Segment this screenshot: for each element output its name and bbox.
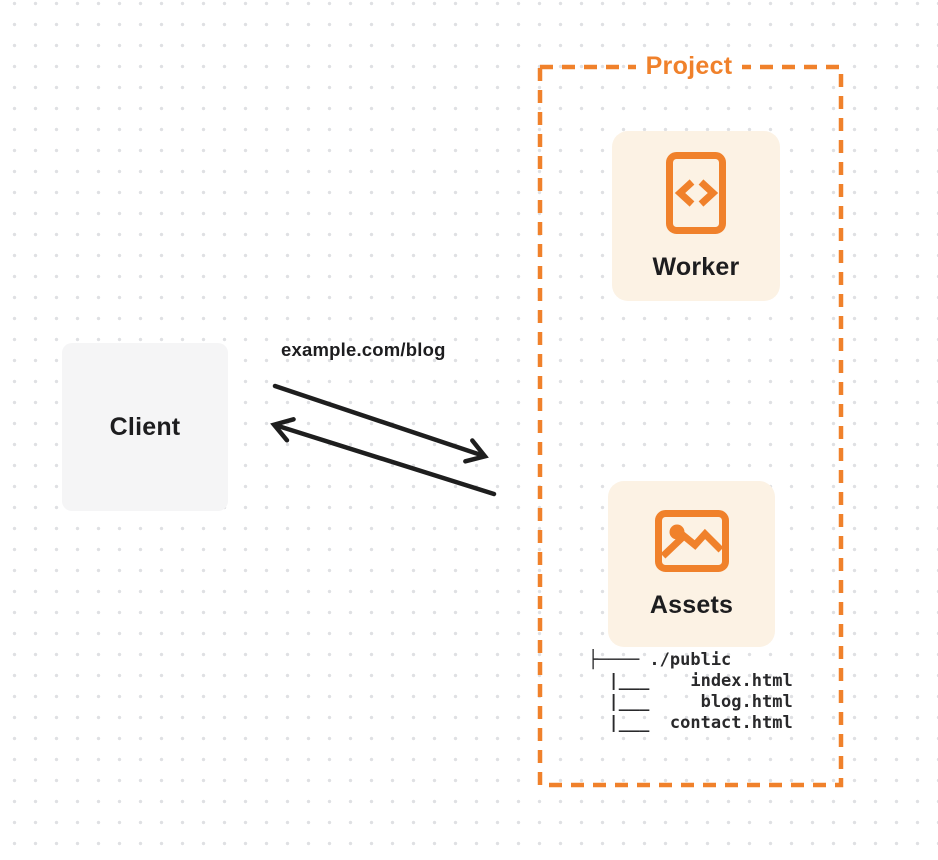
file-tree: ├──── ./public |___ index.html |___ blog… <box>588 650 793 734</box>
worker-label: Worker <box>652 252 740 281</box>
file-tree-item: |___ index.html <box>588 671 793 691</box>
file-tree-item: |___ blog.html <box>588 692 793 712</box>
file-tree-item: |___ contact.html <box>588 713 793 733</box>
file-tree-root: ├──── ./public <box>588 650 732 670</box>
request-url-label: example.com/blog <box>281 339 446 360</box>
client-node: Client <box>62 343 228 511</box>
worker-node: Worker <box>612 131 780 301</box>
request-arrow <box>272 383 489 464</box>
image-icon <box>654 509 729 572</box>
assets-node: Assets <box>608 481 775 647</box>
project-group-label: Project <box>538 50 840 82</box>
client-label: Client <box>109 412 181 441</box>
response-arrow <box>270 417 497 497</box>
assets-label: Assets <box>649 590 734 619</box>
project-label-text: Project <box>635 50 743 82</box>
code-document-icon <box>666 151 726 234</box>
